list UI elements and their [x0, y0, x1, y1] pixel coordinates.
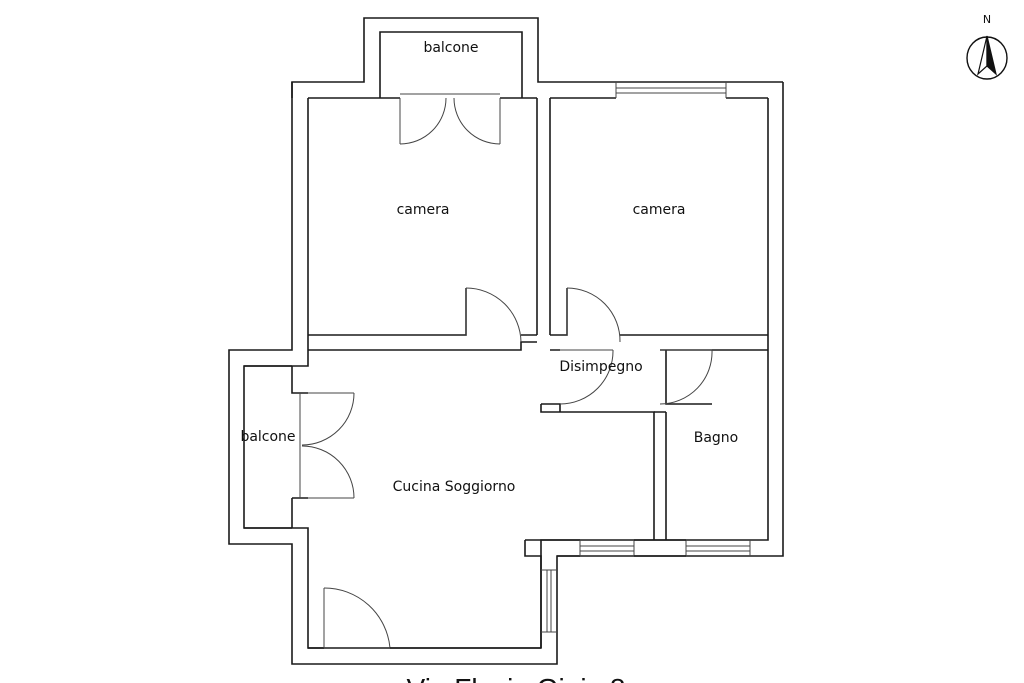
- room-label-bedroom-right: camera: [633, 202, 686, 218]
- room-label-bathroom: Bagno: [694, 430, 739, 446]
- doors: [299, 93, 713, 649]
- room-label-hallway: Disimpegno: [559, 359, 642, 375]
- north-arrow-icon: N: [966, 13, 1008, 80]
- address-label: Via Flavio Gioia 8: [407, 673, 626, 683]
- room-label-balcony-north: balcone: [423, 40, 478, 56]
- room-label-kitchen-living: Cucina Soggiorno: [393, 479, 516, 495]
- compass-label: N: [983, 13, 991, 26]
- room-label-bedroom-left: camera: [397, 202, 450, 218]
- walls: [228, 17, 784, 665]
- windows: [541, 82, 751, 633]
- room-label-balcony-west: balcone: [240, 429, 295, 445]
